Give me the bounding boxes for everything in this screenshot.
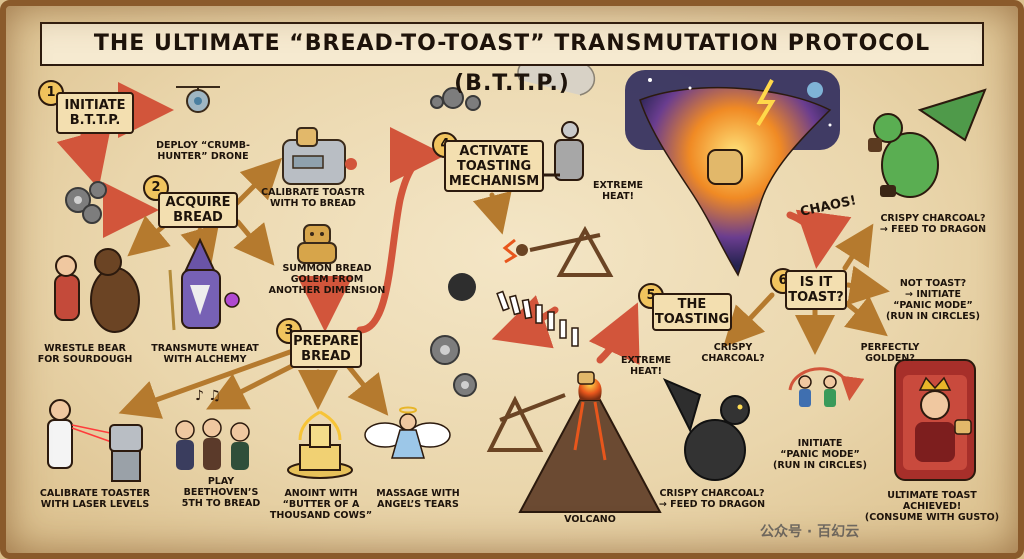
step-1-box: INITIATE B.T.T.P. (56, 92, 134, 134)
label-extreme-heat-bottom: EXTREME HEAT! (620, 355, 672, 377)
drone-illustration (176, 86, 220, 113)
arrow-vortex-to-6 (786, 209, 852, 269)
label-anoint: ANOINT WITH “BUTTER OF A THOUSAND COWS” (269, 488, 373, 521)
label-summon-golem: SUMMON BREAD GOLEM FROM ANOTHER DIMENSIO… (268, 263, 386, 296)
label-volcano: VOLCANO (564, 514, 616, 525)
label-laser-levels: CALIBRATE TOASTER WITH LASER LEVELS (39, 488, 151, 510)
label-calibrate-bread: CALIBRATE TOASTR WITH TO BREAD (261, 187, 365, 209)
step-2-box: ACQUIRE BREAD (158, 192, 238, 228)
label-crispy-charcoal-top: CRISPY CHARCOAL? → FEED TO DRAGON (879, 213, 987, 235)
king-throne-illustration (894, 359, 976, 481)
step-3-box: PREPARE BREAD (290, 330, 362, 368)
catapult-bottom-illustration (486, 393, 566, 452)
step-6-box: IS IT TOAST? (785, 270, 847, 310)
svg-text:♪ ♫: ♪ ♫ (195, 388, 221, 404)
green-dragon-illustration (868, 88, 987, 198)
arrow-1-down (56, 127, 111, 189)
wizard-illustration (168, 237, 240, 331)
black-dragon-illustration (662, 378, 750, 481)
label-not-toast: NOT TOAST? → INITIATE “PANIC MODE” (RUN … (886, 278, 980, 322)
musicians-illustration: ♪ ♫ (175, 388, 250, 470)
label-crispy-charcoal-bottom: CRISPY CHARCOAL? → FEED TO DRAGON (658, 488, 766, 510)
arrow-volcano-to-5 (588, 302, 640, 365)
watermark: 公众号 · 百幻云 (760, 524, 860, 540)
angel-illustration (364, 406, 451, 459)
toaster-illustration (282, 127, 357, 185)
step-5-box: THE TOASTING (652, 293, 732, 331)
label-perfectly-golden: PERFECTLY GOLDEN? (860, 342, 920, 364)
label-panic-mode: INITIATE “PANIC MODE” (RUN IN CIRCLES) (773, 438, 867, 471)
label-massage: MASSAGE WITH ANGEL’S TEARS (376, 488, 460, 510)
bear-wrestling-illustration (54, 248, 140, 333)
step-4-box: ACTIVATE TOASTING MECHANISM (444, 140, 544, 192)
page-title: THE ULTIMATE “BREAD-TO-TOAST” TRANSMUTAT… (40, 22, 984, 96)
arrow-3-to-4 (356, 127, 446, 334)
golem-illustration (297, 224, 337, 264)
label-ultimate-toast: ULTIMATE TOAST ACHIEVED! (CONSUME WITH G… (864, 490, 1000, 523)
catapult-illustration (448, 225, 614, 301)
label-wrestle-bear: WRESTLE BEAR FOR SOURDOUGH (37, 343, 133, 365)
label-deploy-drone: DEPLOY “CRUMB- HUNTER” DRONE (156, 140, 250, 162)
label-extreme-heat-top: EXTREME HEAT! (592, 180, 644, 202)
butter-fountain-illustration (287, 410, 353, 479)
laser-calibration-illustration (47, 399, 143, 482)
vortex-illustration (625, 70, 840, 277)
volcano-illustration (518, 371, 662, 513)
label-crispy-charcoal-question: CRISPY CHARCOAL? (701, 342, 765, 364)
dominoes-illustration (496, 290, 579, 347)
panic-runners-illustration (788, 367, 865, 407)
label-beethoven: PLAY BEETHOVEN’S 5TH TO BREAD (181, 476, 261, 509)
label-transmute-wheat: TRANSMUTE WHEAT WITH ALCHEMY (151, 343, 259, 365)
